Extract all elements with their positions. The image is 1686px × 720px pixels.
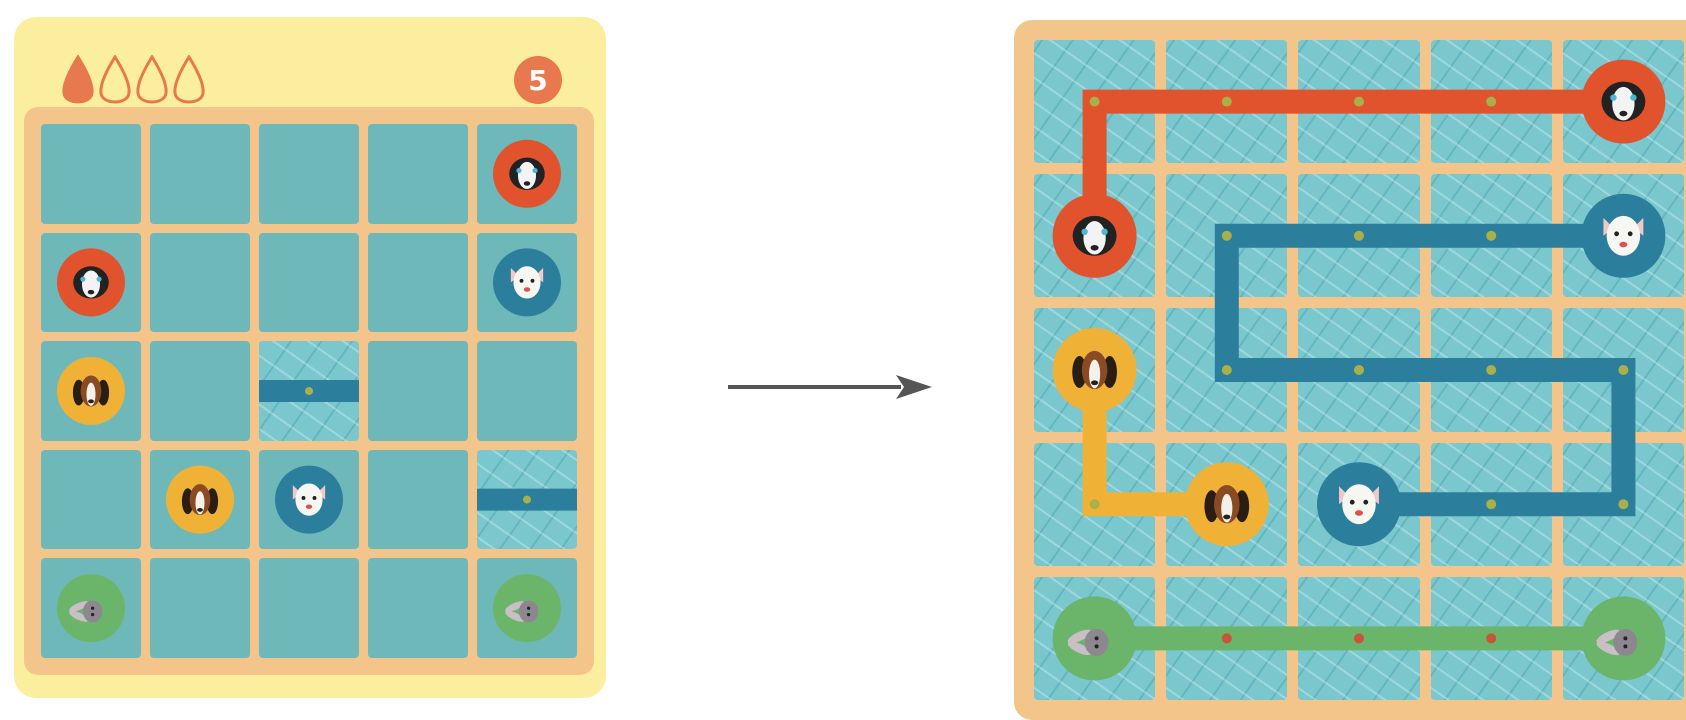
board-tile[interactable] bbox=[1562, 40, 1684, 164]
drop-empty-icon bbox=[99, 55, 131, 104]
board-tile[interactable] bbox=[1562, 442, 1684, 566]
board-tile[interactable] bbox=[1430, 308, 1552, 432]
board-tile[interactable] bbox=[1298, 576, 1420, 700]
board-tile[interactable] bbox=[477, 341, 577, 441]
board-tile[interactable] bbox=[150, 232, 250, 333]
board-tile[interactable] bbox=[41, 558, 141, 658]
board-tile[interactable] bbox=[1166, 308, 1288, 432]
board-tile[interactable] bbox=[1562, 576, 1684, 700]
board-tile[interactable] bbox=[1298, 442, 1420, 566]
board-tile[interactable] bbox=[1166, 174, 1288, 298]
board-tile[interactable] bbox=[1298, 308, 1420, 432]
board-tile[interactable] bbox=[1034, 442, 1156, 566]
board-tile[interactable] bbox=[1430, 442, 1552, 566]
board-tile[interactable] bbox=[1562, 308, 1684, 432]
board-tile[interactable] bbox=[259, 124, 359, 224]
board-tile[interactable] bbox=[1034, 576, 1156, 700]
board-tile[interactable] bbox=[1166, 576, 1288, 700]
board-tile[interactable] bbox=[368, 341, 468, 441]
board-tile[interactable] bbox=[1562, 174, 1684, 298]
board-tile[interactable] bbox=[1430, 576, 1552, 700]
board-tile[interactable] bbox=[368, 449, 468, 550]
board-tile[interactable] bbox=[368, 558, 468, 658]
board-tile[interactable] bbox=[1430, 40, 1552, 164]
board-tile[interactable] bbox=[477, 124, 577, 224]
arrow-right-icon bbox=[728, 375, 932, 399]
board-tile[interactable] bbox=[41, 124, 141, 224]
board-tile[interactable] bbox=[259, 449, 359, 550]
board-tile[interactable] bbox=[41, 341, 141, 441]
board-tile[interactable] bbox=[477, 558, 577, 658]
board-tile[interactable] bbox=[1166, 40, 1288, 164]
drop-empty-icon bbox=[136, 55, 168, 104]
board-tile[interactable] bbox=[1430, 174, 1552, 298]
board-tile[interactable] bbox=[477, 449, 577, 550]
board-tile[interactable] bbox=[41, 232, 141, 333]
board-tile[interactable] bbox=[259, 558, 359, 658]
board-tile[interactable] bbox=[368, 124, 468, 224]
board-tile[interactable] bbox=[150, 124, 250, 224]
moves-left-badge: 5 bbox=[514, 56, 562, 104]
board-tile[interactable] bbox=[477, 232, 577, 333]
board-tile[interactable] bbox=[41, 449, 141, 550]
board-tile[interactable] bbox=[1298, 40, 1420, 164]
board-tile[interactable] bbox=[1298, 174, 1420, 298]
board-tile[interactable] bbox=[1034, 40, 1156, 164]
board-tile[interactable] bbox=[368, 232, 468, 333]
board-tile[interactable] bbox=[150, 449, 250, 550]
puzzle-board bbox=[24, 107, 594, 675]
board-tile[interactable] bbox=[1034, 308, 1156, 432]
board-tile[interactable] bbox=[150, 558, 250, 658]
solution-board bbox=[1014, 20, 1686, 720]
board-tile[interactable] bbox=[259, 341, 359, 441]
board-tile[interactable] bbox=[1166, 442, 1288, 566]
board-tile[interactable] bbox=[259, 232, 359, 333]
drops-indicator bbox=[62, 55, 205, 104]
drop-filled-icon bbox=[62, 55, 94, 104]
drop-empty-icon bbox=[173, 55, 205, 104]
board-tile[interactable] bbox=[150, 341, 250, 441]
board-tile[interactable] bbox=[1034, 174, 1156, 298]
